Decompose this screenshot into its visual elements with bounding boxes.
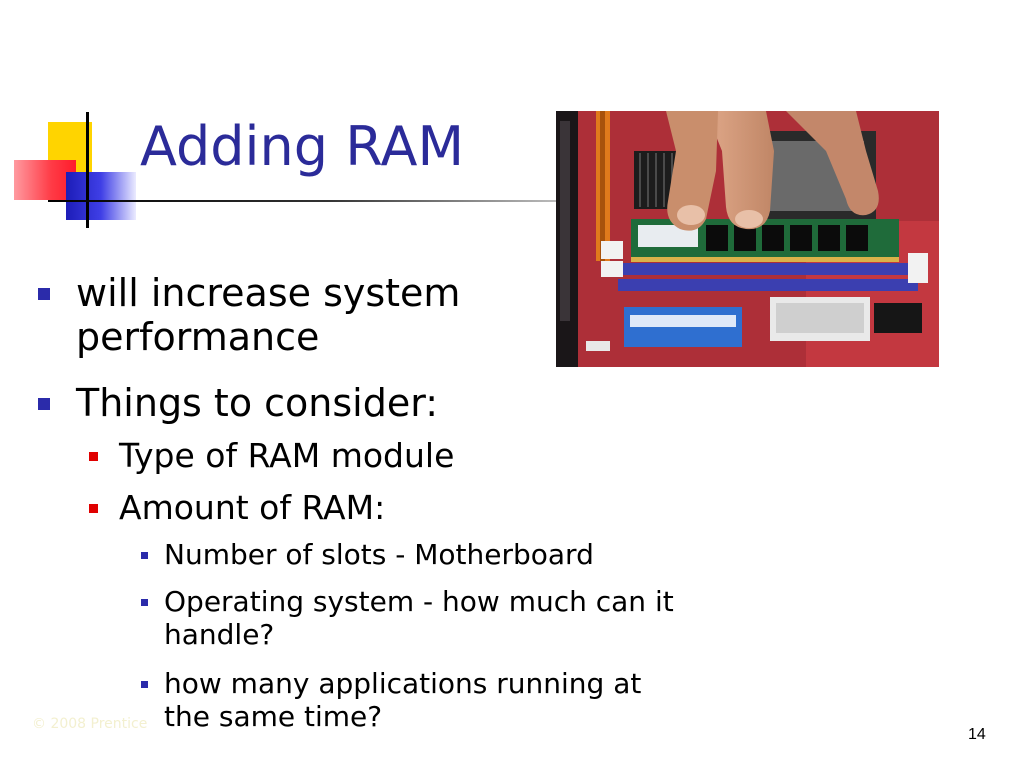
bullet-applications-running: how many applications running at the sam… bbox=[141, 667, 684, 733]
bullet-number-of-slots: Number of slots - Motherboard bbox=[141, 538, 684, 571]
decor-vertical-line bbox=[86, 112, 89, 228]
bullet-marker bbox=[38, 398, 50, 410]
bullet-marker bbox=[141, 552, 148, 559]
bullet-marker bbox=[141, 681, 148, 688]
bullet-marker bbox=[89, 452, 98, 461]
bullet-marker bbox=[89, 504, 98, 513]
bullet-amount-of-ram: Amount of RAM: bbox=[89, 489, 539, 527]
title-underline bbox=[48, 200, 556, 202]
bullet-type-of-ram: Type of RAM module bbox=[89, 437, 539, 475]
bullet-system-performance: will increase system performance bbox=[38, 271, 496, 359]
bullet-marker bbox=[141, 599, 148, 606]
footer-copyright: © 2008 Prentice bbox=[32, 716, 148, 732]
bullet-operating-system: Operating system - how much can it handl… bbox=[141, 585, 694, 651]
photo-ram-installation bbox=[556, 111, 939, 367]
bullet-marker bbox=[38, 288, 50, 300]
page-number: 14 bbox=[968, 726, 986, 743]
slide-title: Adding RAM bbox=[140, 115, 465, 178]
decor-blue-square bbox=[66, 172, 136, 220]
decor-red-square bbox=[14, 160, 76, 200]
bullet-things-to-consider: Things to consider: bbox=[38, 381, 536, 425]
